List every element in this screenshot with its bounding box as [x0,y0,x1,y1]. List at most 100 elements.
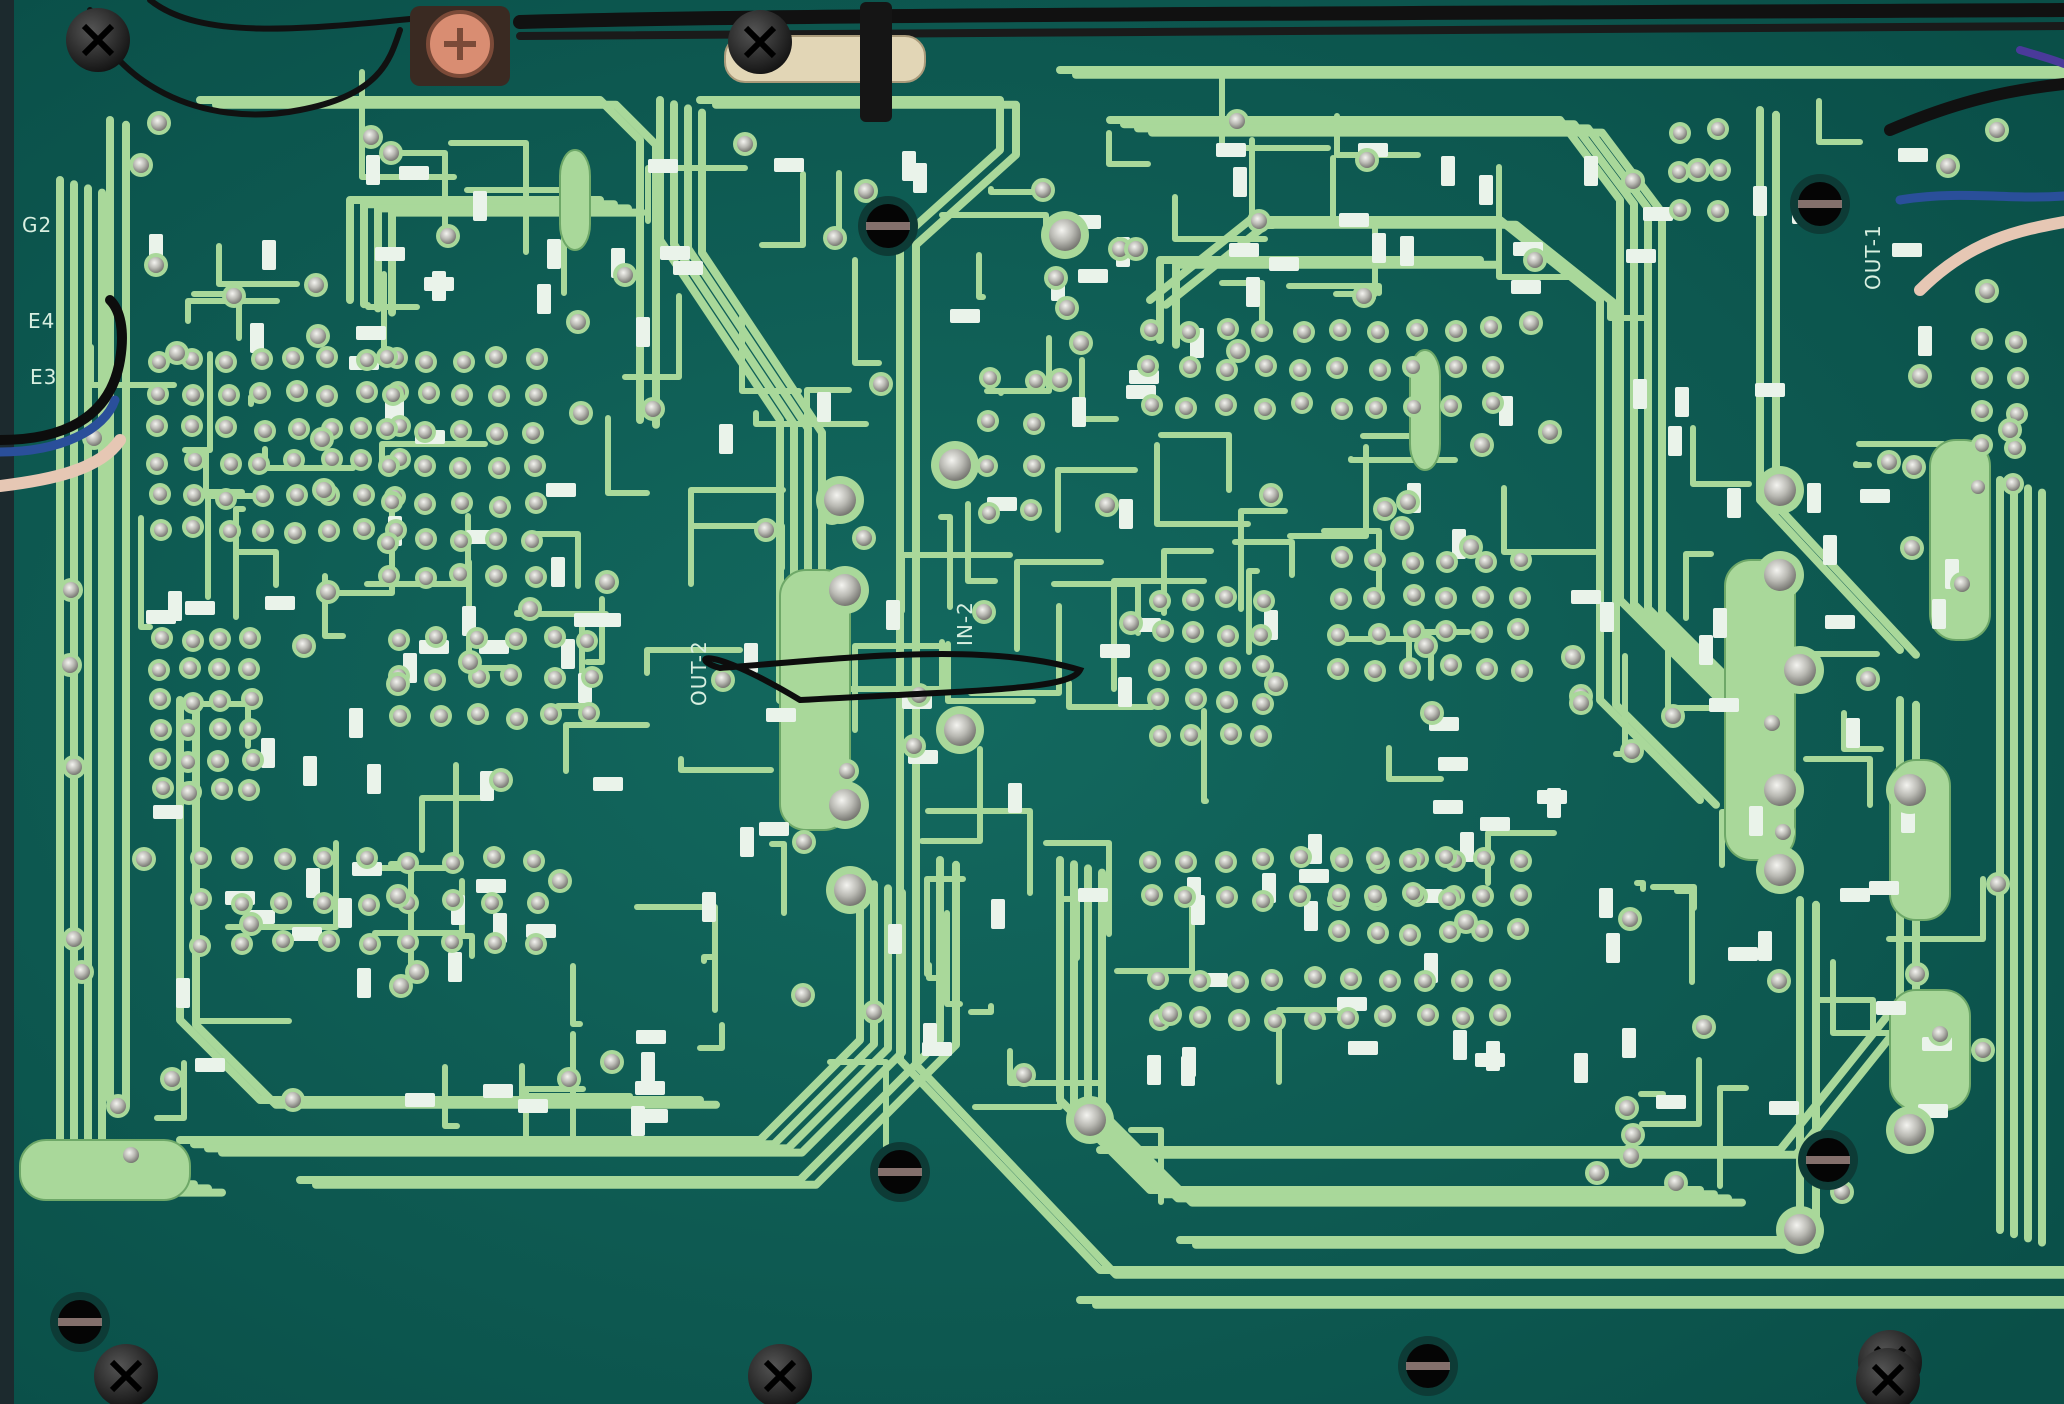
trace [1056,856,1704,1194]
smd-pad [1769,1101,1799,1115]
solder-joint-icon [1444,399,1458,413]
silk-g2: G2 [22,213,52,237]
trace [1287,444,1369,539]
smd-pad [702,892,716,922]
solder-joint-icon [1932,1026,1948,1042]
trace [194,923,292,1024]
solder-joint-icon [1672,165,1686,179]
solder-joint-icon [428,673,442,687]
trace [448,140,529,255]
solder-joint-icon [529,570,543,584]
solder-joint-icon [246,753,260,767]
solder-joint-icon [401,856,415,870]
smd-pad [1892,243,1922,257]
trace [196,96,644,424]
smd-pad [1846,718,1860,748]
solder-joint-icon [325,452,339,466]
smd-pad [1400,236,1414,266]
smd-pad [424,277,454,291]
solder-joint-icon [1912,368,1928,384]
solder-joint-icon [1904,540,1920,556]
trace [644,647,743,676]
solder-joint-icon [1112,241,1128,257]
solder-joint-icon [1406,886,1420,900]
trace [1070,860,1718,1199]
smd-pad [265,596,295,610]
solder-joint-icon [529,937,543,951]
solder-joint-icon [1229,113,1245,129]
solder-joint-icon [544,707,558,721]
solder-joint-icon [1231,975,1245,989]
trace [88,344,177,388]
smd-pad [546,483,576,497]
trace [988,186,1042,195]
solder-joint-icon [1035,182,1051,198]
trace [925,808,1033,896]
solder-joint-icon [223,524,237,538]
trace [519,1063,633,1099]
trace [1219,280,1265,332]
solder-joint-icon [418,425,432,439]
solder-joint-icon [363,937,377,951]
trace [1201,708,1209,804]
solder-joint-icon [1486,360,1500,374]
solder-joint-icon [1254,628,1268,642]
smd-pad [766,708,796,722]
solder-joint-icon [1027,459,1041,473]
solder-joint-icon [66,759,82,775]
solder-joint-icon [1256,894,1270,908]
solder-joint-icon [1297,325,1311,339]
solder-joint-icon [829,574,861,606]
solder-joint-icon [1860,671,1876,687]
solder-joint-icon [256,524,270,538]
solder-joint-icon [1418,638,1434,654]
solder-joint-icon [110,1098,126,1114]
top-black-cable-2 [516,22,2064,40]
solder-joint-icon [1424,705,1440,721]
trace [944,910,963,1007]
solder-joint-icon [1144,323,1158,337]
solder-joint-icon [617,267,633,283]
smd-pad [405,1093,435,1107]
smd-pad [1753,186,1767,216]
trace [701,954,715,964]
solder-joint-icon [1764,474,1796,506]
solder-joint-icon [1183,360,1197,374]
solder-joint-icon [737,136,753,152]
trace [442,1064,460,1129]
solder-joint-icon [490,427,504,441]
solder-joint-icon [489,532,503,546]
smd-pad [1078,269,1108,283]
solder-joint-icon [419,571,433,585]
solder-joint-icon [1258,402,1272,416]
solder-joint-icon [552,873,568,889]
silk-in2: IN-2 [953,601,977,646]
solder-joint-icon [1475,924,1489,938]
trace [233,549,279,588]
solder-joint-icon [1179,855,1193,869]
solder-joint-icon [1493,973,1507,987]
smd-pad [1574,1053,1588,1083]
solder-joint-icon [1479,555,1493,569]
solder-joint-icon [485,896,499,910]
solder-joint-icon [1480,662,1494,676]
hole-highlight [866,222,910,230]
solder-joint-icon [1335,402,1349,416]
solder-joint-icon [1690,162,1706,178]
solder-joint-icon [1440,555,1454,569]
solder-joint-icon [493,772,509,788]
solder-joint-icon [1542,424,1558,440]
solder-joint-icon [1673,203,1687,217]
solder-joint-icon [380,350,394,364]
solder-joint-icon [509,632,523,646]
solder-joint-icon [1403,854,1417,868]
solder-joint-icon [1184,728,1198,742]
solder-joint-icon [360,385,374,399]
trace [1334,113,1421,158]
solder-joint-icon [418,459,432,473]
smd-pad [1898,148,1928,162]
solder-joint-icon [1356,288,1372,304]
solder-joint-icon [1449,360,1463,374]
trace [852,643,951,733]
silk-e4: E4 [28,309,55,333]
